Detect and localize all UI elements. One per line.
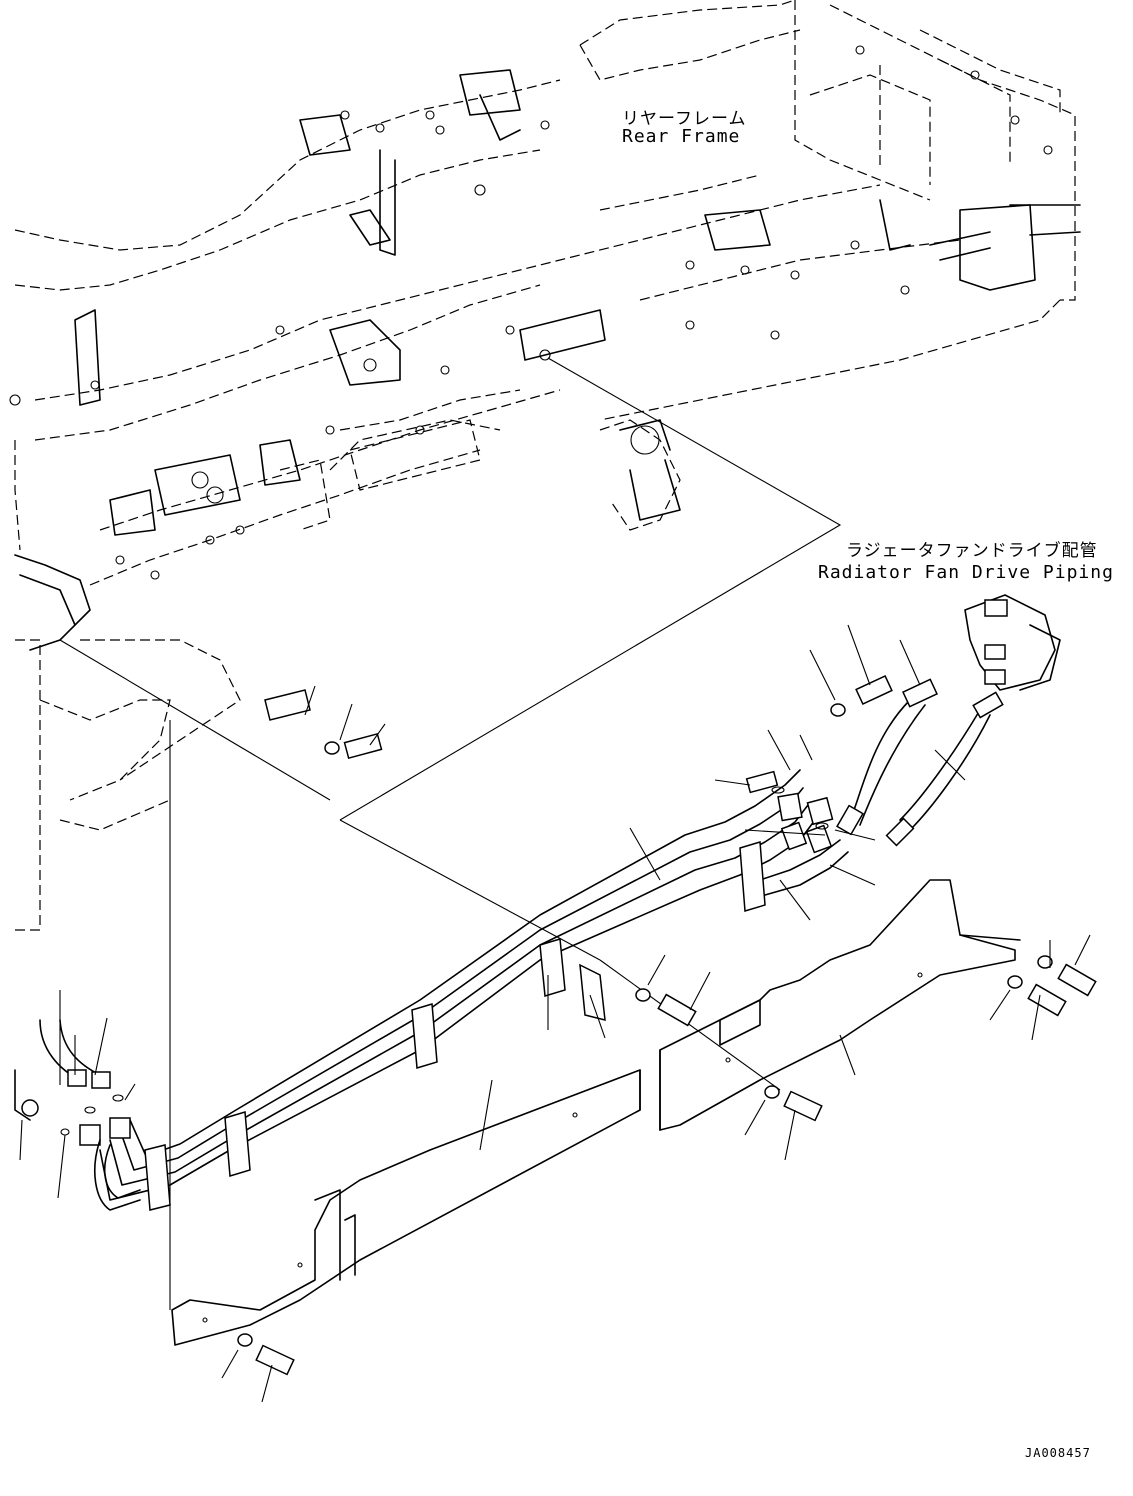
rear-frame bbox=[14, 0, 1076, 931]
frame-bolts bbox=[9, 45, 1053, 580]
reference-leaders bbox=[19, 624, 1091, 1403]
left-fittings bbox=[14, 1019, 131, 1146]
piping-label-jp: ラジェータファンドライブ配管 bbox=[846, 541, 1098, 561]
bolts-washers bbox=[237, 674, 1097, 1376]
document-id: JA008457 bbox=[1025, 1446, 1091, 1460]
hoses bbox=[836, 678, 1004, 847]
rear-frame-label-jp: リヤーフレーム bbox=[622, 109, 747, 129]
rear-frame-label-en: Rear Frame bbox=[622, 126, 741, 147]
bottom-left-elbows bbox=[94, 1139, 141, 1211]
tube-clamps bbox=[144, 689, 766, 1211]
manifold-block bbox=[964, 594, 1061, 691]
guard-plates bbox=[171, 879, 1021, 1346]
elbow-fittings bbox=[745, 770, 834, 854]
piping-label-en: Radiator Fan Drive Piping bbox=[818, 562, 1114, 583]
assembly-guide-lines bbox=[59, 357, 842, 1310]
frame-brackets bbox=[14, 69, 1081, 651]
tube-bundle bbox=[99, 769, 849, 1201]
